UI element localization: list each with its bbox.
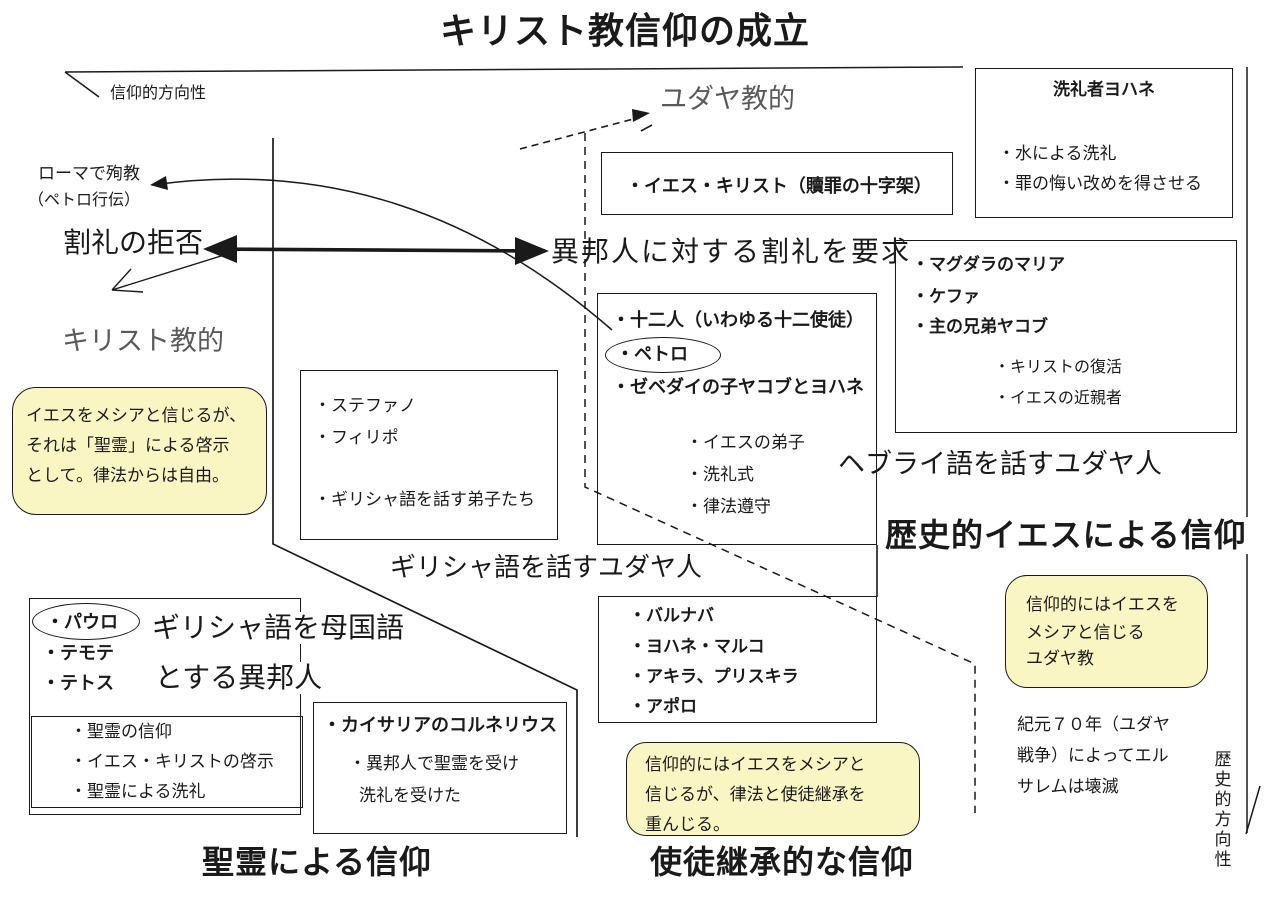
twelve-apostles-box: ・十二人（いわゆる十二使徒） ・ペトロ ・ゼベダイの子ヤコブとヨハネ ・イエスの… — [597, 293, 877, 545]
jesus-christ-box: ・イエス・キリスト（贖罪の十字架） — [601, 152, 953, 215]
jesus-christ-text: ・イエス・キリスト（贖罪の十字架） — [626, 176, 932, 197]
paul-item: ・テモテ — [42, 643, 114, 664]
note-text-line: 信仰的にはイエスをメシアと — [645, 755, 866, 775]
john-baptist-box: 洗礼者ヨハネ ・水による洗礼 ・罪の悔い改めを得させる — [975, 68, 1233, 218]
greek-native-label-line2: とする異邦人 — [152, 661, 326, 695]
messianic-judaism-note: 信仰的にはイエスを メシアと信じる ユダヤ教 — [1005, 575, 1208, 688]
rome-martyr-curve-arrow — [150, 176, 613, 331]
magdala-box: ・マグダラのマリア ・ケファ ・主の兄弟ヤコブ ・キリストの復活 ・イエスの近親… — [895, 240, 1237, 433]
faith-axis-line — [64, 66, 964, 98]
paul-inner-box: ・聖霊の信仰 ・イエス・キリストの啓示 ・聖霊による洗礼 — [31, 716, 303, 808]
john-baptist-item: ・罪の悔い改めを得させる — [998, 174, 1202, 194]
refusal-thin-arrow — [111, 250, 238, 293]
magdala-sub-item: ・イエスの近親者 — [994, 388, 1122, 407]
jewish-dashed-arrow — [519, 109, 653, 150]
historical-jesus-heading: 歴史的イエスによる信仰 — [882, 517, 1250, 554]
twelve-sub-item: ・洗礼式 — [686, 465, 754, 485]
cornelius-box: ・カイサリアのコルネリウス ・異邦人で聖霊を受け 洗礼を受けた — [313, 702, 567, 834]
twelve-sub-item: ・律法遵守 — [686, 497, 771, 517]
zone-label-christian: キリスト教的 — [62, 326, 224, 357]
stephanos-item: ・ギリシャ語を話す弟子たち — [314, 490, 535, 510]
paul-circle — [32, 603, 140, 640]
cornelius-title: ・カイサリアのコルネリウス — [323, 715, 557, 736]
history-axis-line — [1245, 67, 1261, 835]
spirit-faith-heading: 聖霊による信仰 — [202, 843, 433, 881]
barnabas-item: ・バルナバ — [629, 606, 714, 626]
twelve-sub-item: ・イエスの弟子 — [686, 433, 805, 453]
dashed-divider-line — [584, 133, 976, 813]
cornelius-line: ・異邦人で聖霊を受け — [349, 754, 519, 774]
barnabas-item: ・ヨハネ・マルコ — [629, 637, 765, 657]
petro-circle — [605, 337, 721, 373]
ad70-line: 紀元７０年（ユダヤ — [1017, 715, 1170, 735]
greek-native-label-line1: ギリシャ語を母国語 — [149, 611, 408, 645]
circumcision-refusal-label: 割礼の拒否 — [63, 226, 204, 259]
faith-axis-label: 信仰的方向性 — [110, 83, 207, 102]
apostolic-succession-note: 信仰的にはイエスをメシアと 信じるが、律法と使徒継承を 重んじる。 — [626, 742, 920, 836]
ad70-line: 戦争）によってエル — [1017, 745, 1169, 766]
note-text-line: それは「聖霊」による啓示 — [26, 435, 230, 456]
paul-item: ・テトス — [42, 673, 114, 694]
magdala-sub-item: ・キリストの復活 — [994, 357, 1123, 376]
ad70-line: サレムは壊滅 — [1017, 776, 1119, 797]
zone-label-greek-jews: ギリシャ語を話すユダヤ人 — [390, 553, 703, 583]
apostolic-faith-heading: 使徒継承的な信仰 — [650, 843, 915, 881]
barnabas-box: ・バルナバ ・ヨハネ・マルコ ・アキラ、プリスキラ ・アポロ — [598, 596, 877, 723]
john-baptist-item: ・水による洗礼 — [998, 144, 1117, 164]
paul-sub-item: ・聖霊による洗礼 — [70, 782, 206, 802]
spirit-revelation-note: イエスをメシアと信じるが、 それは「聖霊」による啓示 として。律法からは自由。 — [12, 387, 267, 515]
note-text-line: イエスをメシアと信じるが、 — [26, 406, 247, 426]
magdala-item: ・ケファ — [912, 287, 980, 307]
page-title: キリスト教信仰の成立 — [440, 11, 811, 52]
rome-martyr-note-line2: （ペトロ行伝） — [28, 190, 141, 209]
cornelius-line: 洗礼を受けた — [359, 786, 461, 806]
history-axis-label: 歴史的方向性 — [1210, 750, 1231, 870]
note-text-line: として。律法からは自由。 — [26, 465, 229, 486]
magdala-item: ・マグダラのマリア — [912, 255, 1065, 275]
note-text-line: 信じるが、律法と使徒継承を — [645, 784, 866, 805]
note-text-line: ユダヤ教 — [1026, 649, 1094, 670]
twelve-item: ・ゼベダイの子ヤコブとヨハネ — [612, 377, 864, 398]
zone-label-hebrew-jews: ヘブライ語を話すユダヤ人 — [838, 449, 1162, 480]
note-text-line: 重んじる。 — [645, 814, 730, 835]
zone-label-jewish: ユダヤ教的 — [660, 84, 795, 115]
ad70-note: 紀元７０年（ユダヤ 戦争）によってエル サレムは壊滅 — [1017, 710, 1170, 803]
circumcision-double-arrow — [203, 235, 549, 265]
note-text-line: メシアと信じる — [1026, 622, 1145, 643]
stephanos-box: ・ステファノ ・フィリポ ・ギリシャ語を話す弟子たち — [300, 370, 558, 540]
stephanos-item: ・フィリポ — [314, 428, 399, 448]
john-baptist-title: 洗礼者ヨハネ — [1053, 80, 1155, 100]
barnabas-item: ・アキラ、プリスキラ — [629, 667, 799, 687]
circumcision-demand-label: 異邦人に対する割礼を要求 — [551, 235, 912, 268]
zone-divider-line — [272, 138, 578, 837]
twelve-item: ・十二人（いわゆる十二使徒） — [612, 310, 864, 331]
paul-sub-item: ・イエス・キリストの啓示 — [70, 752, 274, 772]
stephanos-item: ・ステファノ — [314, 396, 416, 416]
rome-martyr-note-line1: ローマで殉教 — [38, 164, 140, 184]
barnabas-item: ・アポロ — [629, 697, 697, 717]
magdala-item: ・主の兄弟ヤコブ — [912, 317, 1048, 337]
paul-sub-item: ・聖霊の信仰 — [70, 722, 172, 742]
note-text-line: 信仰的にはイエスを — [1026, 595, 1179, 615]
